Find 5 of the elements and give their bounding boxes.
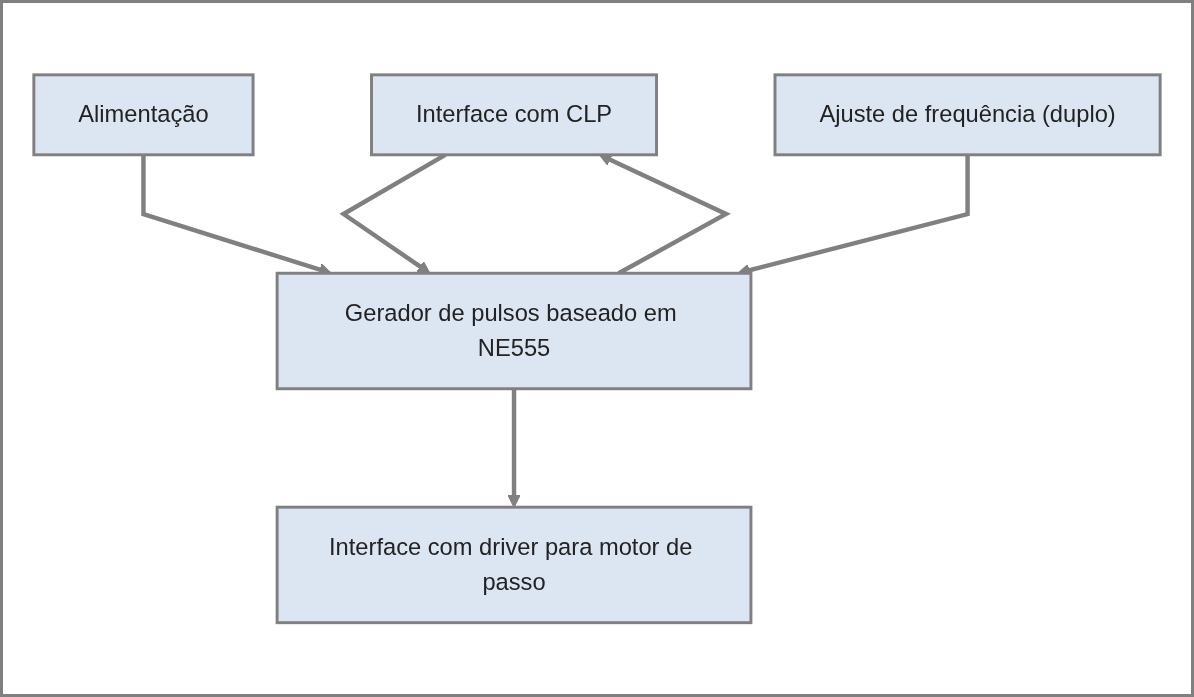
node-box: Alimentação [32,73,255,156]
node-box: Ajuste de frequência (duplo) [773,73,1162,156]
node-box: Interface com CLP [370,73,658,156]
node-box: Gerador de pulsos baseado em NE555 [275,271,753,390]
node-box: Interface com driver para motor de passo [275,505,753,624]
